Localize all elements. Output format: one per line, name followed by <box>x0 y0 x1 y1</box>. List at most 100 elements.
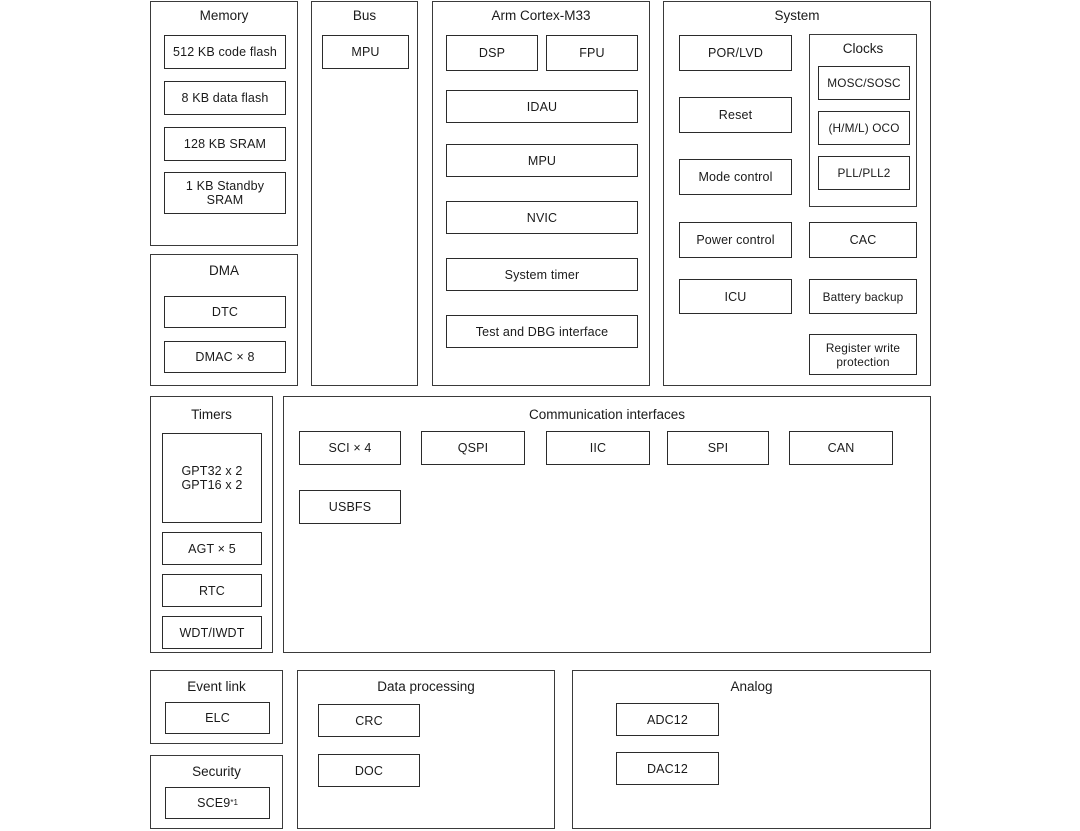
block-label-iic: IIC <box>589 441 607 455</box>
block-label-standby-sram: 1 KB Standby SRAM <box>185 179 265 207</box>
block-label-wdt-iwdt: WDT/IWDT <box>179 625 245 640</box>
block-label-bus-mpu: MPU <box>351 45 380 59</box>
block-label-fpu: FPU <box>579 46 605 60</box>
block-data-flash[interactable]: 8 KB data flash <box>164 81 286 115</box>
block-pll[interactable]: PLL/PLL2 <box>818 156 910 190</box>
block-fpu[interactable]: FPU <box>546 35 638 71</box>
subgroup-clocks: Clocks MOSC/SOSC (H/M/L) OCO PLL/PLL2 <box>809 34 917 207</box>
block-label-power-control: Power control <box>696 233 775 247</box>
block-iic[interactable]: IIC <box>546 431 650 465</box>
block-mode-control[interactable]: Mode control <box>679 159 792 195</box>
block-dac12[interactable]: DAC12 <box>616 752 719 785</box>
block-label-reset: Reset <box>718 108 753 122</box>
group-title-timers: Timers <box>191 407 232 422</box>
block-core-mpu[interactable]: MPU <box>446 144 638 177</box>
block-usbfs[interactable]: USBFS <box>299 490 401 524</box>
block-label-dtc: DTC <box>211 305 239 319</box>
group-security: Security SCE9*1 <box>150 755 283 829</box>
block-label-sram: 128 KB SRAM <box>183 137 267 151</box>
block-label-adc12: ADC12 <box>646 712 689 727</box>
block-label-battery-backup: Battery backup <box>822 289 904 304</box>
block-label-core-mpu: MPU <box>527 153 557 168</box>
block-sce9[interactable]: SCE9*1 <box>165 787 270 819</box>
group-memory: Memory 512 KB code flash 8 KB data flash… <box>150 1 298 246</box>
block-rtc[interactable]: RTC <box>162 574 262 607</box>
block-label-gpt: GPT32 x 2 GPT16 x 2 <box>181 464 243 492</box>
block-label-data-flash: 8 KB data flash <box>181 91 269 105</box>
block-adc12[interactable]: ADC12 <box>616 703 719 736</box>
group-title-arm-cortex-m33: Arm Cortex-M33 <box>491 8 591 23</box>
block-label-sce9: SCE9 <box>197 796 231 810</box>
block-label-system-timer: System timer <box>504 267 580 282</box>
block-idau[interactable]: IDAU <box>446 90 638 123</box>
block-dtc[interactable]: DTC <box>164 296 286 328</box>
block-mosc-sosc[interactable]: MOSC/SOSC <box>818 66 910 100</box>
block-standby-sram[interactable]: 1 KB Standby SRAM <box>164 172 286 214</box>
block-reset[interactable]: Reset <box>679 97 792 133</box>
group-timers: Timers GPT32 x 2 GPT16 x 2 AGT × 5 RTC W… <box>150 396 273 653</box>
group-arm-cortex-m33: Arm Cortex-M33 DSP FPU IDAU MPU NVIC Sys… <box>432 1 650 386</box>
block-spi[interactable]: SPI <box>667 431 769 465</box>
block-battery-backup[interactable]: Battery backup <box>809 279 917 314</box>
block-label-mode-control: Mode control <box>698 170 773 184</box>
group-title-dma: DMA <box>209 263 239 278</box>
group-title-event-link: Event link <box>187 679 246 694</box>
block-label-pll: PLL/PLL2 <box>837 166 891 180</box>
group-title-analog: Analog <box>730 679 773 694</box>
block-bus-mpu[interactable]: MPU <box>322 35 409 69</box>
block-label-can: CAN <box>827 441 855 455</box>
group-communication-interfaces: Communication interfaces SCI × 4 QSPI II… <box>283 396 931 653</box>
group-analog: Analog ADC12 DAC12 <box>572 670 931 829</box>
block-cac[interactable]: CAC <box>809 222 917 258</box>
group-title-bus: Bus <box>352 8 377 23</box>
block-label-code-flash: 512 KB code flash <box>172 45 277 59</box>
block-label-por-lvd: POR/LVD <box>708 46 763 60</box>
block-gpt[interactable]: GPT32 x 2 GPT16 x 2 <box>162 433 262 523</box>
block-oco[interactable]: (H/M/L) OCO <box>818 111 910 145</box>
group-title-security: Security <box>192 764 241 779</box>
block-label-sci: SCI × 4 <box>328 441 372 455</box>
block-label-elc: ELC <box>205 711 230 725</box>
block-label-crc: CRC <box>355 713 383 728</box>
block-label-dmac: DMAC × 8 <box>195 350 255 364</box>
block-test-dbg-interface[interactable]: Test and DBG interface <box>446 315 638 348</box>
block-power-control[interactable]: Power control <box>679 222 792 258</box>
block-label-test-dbg-interface: Test and DBG interface <box>475 324 609 339</box>
block-label-usbfs: USBFS <box>328 500 372 514</box>
group-system: System POR/LVD Reset Mode control Power … <box>663 1 931 386</box>
group-data-processing: Data processing CRC DOC <box>297 670 555 829</box>
group-bus: Bus MPU <box>311 1 418 386</box>
block-qspi[interactable]: QSPI <box>421 431 525 465</box>
group-title-system: System <box>774 8 820 23</box>
group-event-link: Event link ELC <box>150 670 283 744</box>
block-label-doc: DOC <box>354 763 384 778</box>
block-label-rtc: RTC <box>199 583 225 598</box>
block-agt[interactable]: AGT × 5 <box>162 532 262 565</box>
block-sram[interactable]: 128 KB SRAM <box>164 127 286 161</box>
block-code-flash[interactable]: 512 KB code flash <box>164 35 286 69</box>
block-elc[interactable]: ELC <box>165 702 270 734</box>
group-dma: DMA DTC DMAC × 8 <box>150 254 298 386</box>
group-title-data-processing: Data processing <box>377 679 475 694</box>
block-dsp[interactable]: DSP <box>446 35 538 71</box>
block-crc[interactable]: CRC <box>318 704 420 737</box>
block-label-oco: (H/M/L) OCO <box>828 121 900 135</box>
group-title-memory: Memory <box>199 8 249 23</box>
block-doc[interactable]: DOC <box>318 754 420 787</box>
block-system-timer[interactable]: System timer <box>446 258 638 291</box>
group-title-communication-interfaces: Communication interfaces <box>528 407 686 422</box>
block-label-cac: CAC <box>849 233 877 247</box>
block-por-lvd[interactable]: POR/LVD <box>679 35 792 71</box>
block-wdt-iwdt[interactable]: WDT/IWDT <box>162 616 262 649</box>
block-icu[interactable]: ICU <box>679 279 792 314</box>
block-label-dsp: DSP <box>478 46 506 60</box>
block-sci[interactable]: SCI × 4 <box>299 431 401 465</box>
block-register-write-protection[interactable]: Register write protection <box>809 334 917 375</box>
block-nvic[interactable]: NVIC <box>446 201 638 234</box>
block-label-spi: SPI <box>707 441 729 455</box>
block-label-dac12: DAC12 <box>646 761 689 776</box>
block-dmac[interactable]: DMAC × 8 <box>164 341 286 373</box>
block-can[interactable]: CAN <box>789 431 893 465</box>
block-label-idau: IDAU <box>526 99 558 114</box>
